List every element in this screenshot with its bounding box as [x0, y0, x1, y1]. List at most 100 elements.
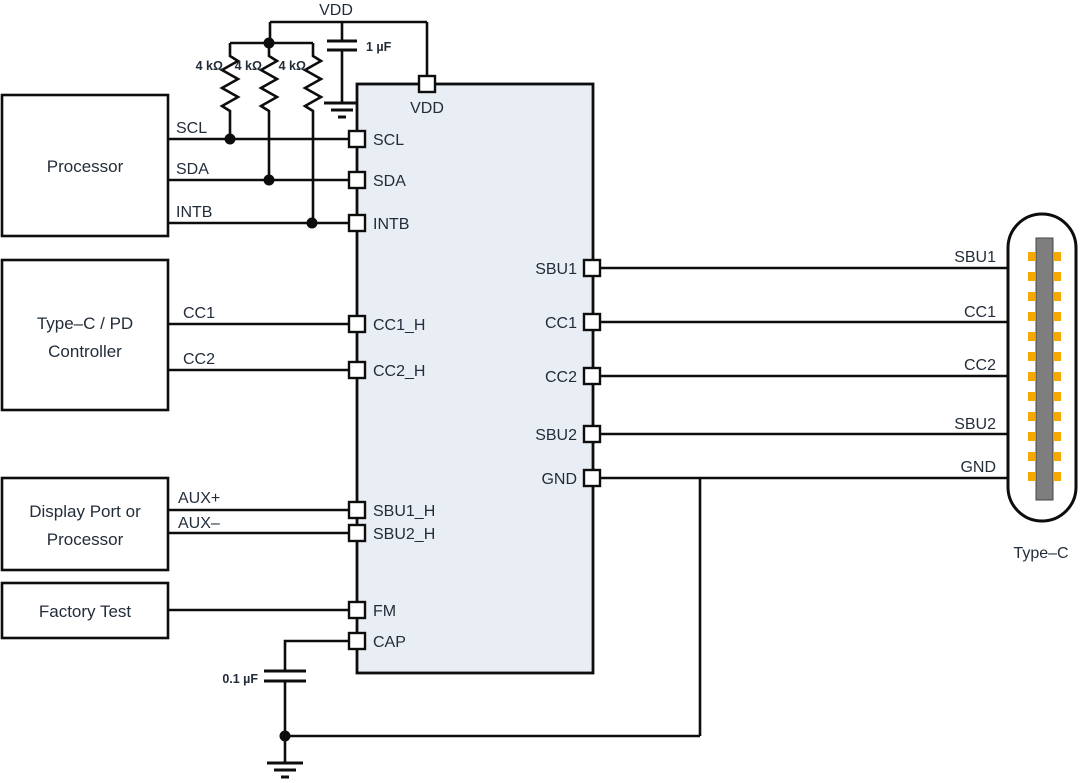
ic-pin-intb — [347, 213, 367, 233]
ic: VDD SCL SDA INTB CC1_H CC2_H SBU1_H SBU2… — [347, 74, 602, 675]
vdd-net-label: VDD — [319, 2, 353, 19]
net-label-cc2: CC2 — [183, 351, 215, 368]
net-label-cc1: CC1 — [183, 305, 215, 322]
ic-pin-sbu2h — [347, 523, 367, 543]
block-factory-test — [0, 581, 170, 640]
wire-cap-pin — [283, 639, 349, 670]
cap-1uf-value-label: 1 µF — [366, 40, 392, 54]
typec-pad — [1028, 452, 1035, 461]
block-processor-label: Processor — [47, 157, 124, 176]
typec-pad — [1028, 432, 1035, 441]
ic-pin-label-sbu1h: SBU1_H — [373, 503, 435, 520]
resistor-r2-value: 4 kΩ — [235, 59, 262, 73]
ic-pin-label-cc2h: CC2_H — [373, 363, 425, 380]
resistor-r1-value: 4 kΩ — [196, 59, 223, 73]
typec-connector: Type–C — [1006, 212, 1078, 562]
block-processor — [0, 93, 170, 238]
typec-connector-label: Type–C — [1013, 545, 1068, 562]
ic-pin-sbu1h — [347, 500, 367, 520]
ic-pin-label-gnd: GND — [541, 471, 577, 488]
typec-pad — [1054, 312, 1061, 321]
ic-body — [355, 82, 595, 675]
net-label-sbu2: SBU2 — [954, 416, 996, 433]
typec-pad — [1028, 332, 1035, 341]
ic-pin-sbu2 — [582, 424, 602, 444]
ic-pin-label-fm: FM — [373, 603, 396, 620]
resistor-r1 — [219, 43, 241, 139]
ic-pin-label-cap: CAP — [373, 634, 406, 651]
block-displayport — [0, 476, 170, 572]
ic-pin-cc2 — [582, 366, 602, 386]
typec-pad — [1054, 412, 1061, 421]
typec-pad — [1028, 292, 1035, 301]
ic-pin-gnd — [582, 468, 602, 488]
resistor-r2 — [258, 43, 280, 180]
ic-pin-vdd — [417, 74, 437, 94]
ic-pin-label-cc1: CC1 — [545, 315, 577, 332]
block-typec-pd-label-line2: Controller — [48, 342, 122, 361]
block-displayport-label-line1: Display Port or — [29, 502, 141, 521]
ground-symbol-vdd — [324, 101, 360, 119]
typec-pad — [1054, 332, 1061, 341]
net-label-gnd: GND — [960, 459, 996, 476]
block-factory-test-label: Factory Test — [39, 602, 132, 621]
typec-pad — [1054, 272, 1061, 281]
typec-pad — [1054, 392, 1061, 401]
typec-pad — [1028, 392, 1035, 401]
left-blocks: Processor Type–C / PD Controller Display… — [0, 93, 170, 640]
ic-pin-label-sbu2: SBU2 — [535, 427, 577, 444]
ic-pin-sda — [347, 170, 367, 190]
net-label-scl: SCL — [176, 120, 207, 137]
cap-01uf-value-label: 0.1 µF — [222, 672, 258, 686]
ic-pin-label-sbu1: SBU1 — [535, 261, 577, 278]
block-typec-pd-controller — [0, 258, 170, 412]
ic-pin-label-intb: INTB — [373, 216, 409, 233]
ic-pin-cap — [347, 631, 367, 651]
right-wires: SBU1 CC1 CC2 SBU2 GND — [600, 249, 1008, 480]
ic-pin-label-cc2: CC2 — [545, 369, 577, 386]
ic-pin-fm — [347, 600, 367, 620]
net-label-auxp: AUX+ — [178, 490, 220, 507]
ic-pin-label-sda: SDA — [373, 173, 406, 190]
net-label-intb: INTB — [176, 204, 212, 221]
ic-pin-label-vdd: VDD — [410, 100, 444, 117]
block-displayport-label-line2: Processor — [47, 530, 124, 549]
typec-pad — [1028, 312, 1035, 321]
ground-symbol-main — [267, 761, 303, 779]
ic-pin-label-scl: SCL — [373, 132, 404, 149]
typec-tongue — [1035, 237, 1054, 501]
block-typec-pd-label-line1: Type–C / PD — [37, 314, 133, 333]
net-label-cc2-right: CC2 — [964, 357, 996, 374]
ic-pin-label-sbu2h: SBU2_H — [373, 526, 435, 543]
ic-pin-sbu1 — [582, 258, 602, 278]
ic-pin-cc2h — [347, 360, 367, 380]
typec-pad — [1028, 472, 1035, 481]
typec-pad — [1028, 372, 1035, 381]
net-label-cc1-right: CC1 — [964, 304, 996, 321]
net-label-sda: SDA — [176, 161, 209, 178]
ic-pin-scl — [347, 129, 367, 149]
typec-pad — [1028, 352, 1035, 361]
ic-pin-label-cc1h: CC1_H — [373, 317, 425, 334]
typec-pads-right — [1054, 252, 1061, 481]
typec-pad — [1054, 292, 1061, 301]
typec-pad — [1054, 352, 1061, 361]
typec-pads-left — [1028, 252, 1035, 481]
left-wires: SCL SDA INTB CC1 CC2 AUX+ AUX– — [168, 120, 349, 612]
typec-pad — [1028, 412, 1035, 421]
typec-pad — [1054, 472, 1061, 481]
net-label-auxm: AUX– — [178, 515, 220, 532]
ic-pin-cc1h — [347, 314, 367, 334]
vdd-section: VDD 1 µF 4 kΩ 4 kΩ 4 kΩ — [196, 2, 429, 229]
typec-pad — [1054, 372, 1061, 381]
typec-pad — [1028, 272, 1035, 281]
net-label-sbu1: SBU1 — [954, 249, 996, 266]
resistor-r3-value: 4 kΩ — [279, 59, 306, 73]
resistor-r3 — [302, 43, 324, 223]
typec-pad — [1054, 252, 1061, 261]
typec-pad — [1054, 432, 1061, 441]
typec-pad — [1028, 252, 1035, 261]
cap-ground-section: 0.1 µF — [222, 478, 702, 779]
